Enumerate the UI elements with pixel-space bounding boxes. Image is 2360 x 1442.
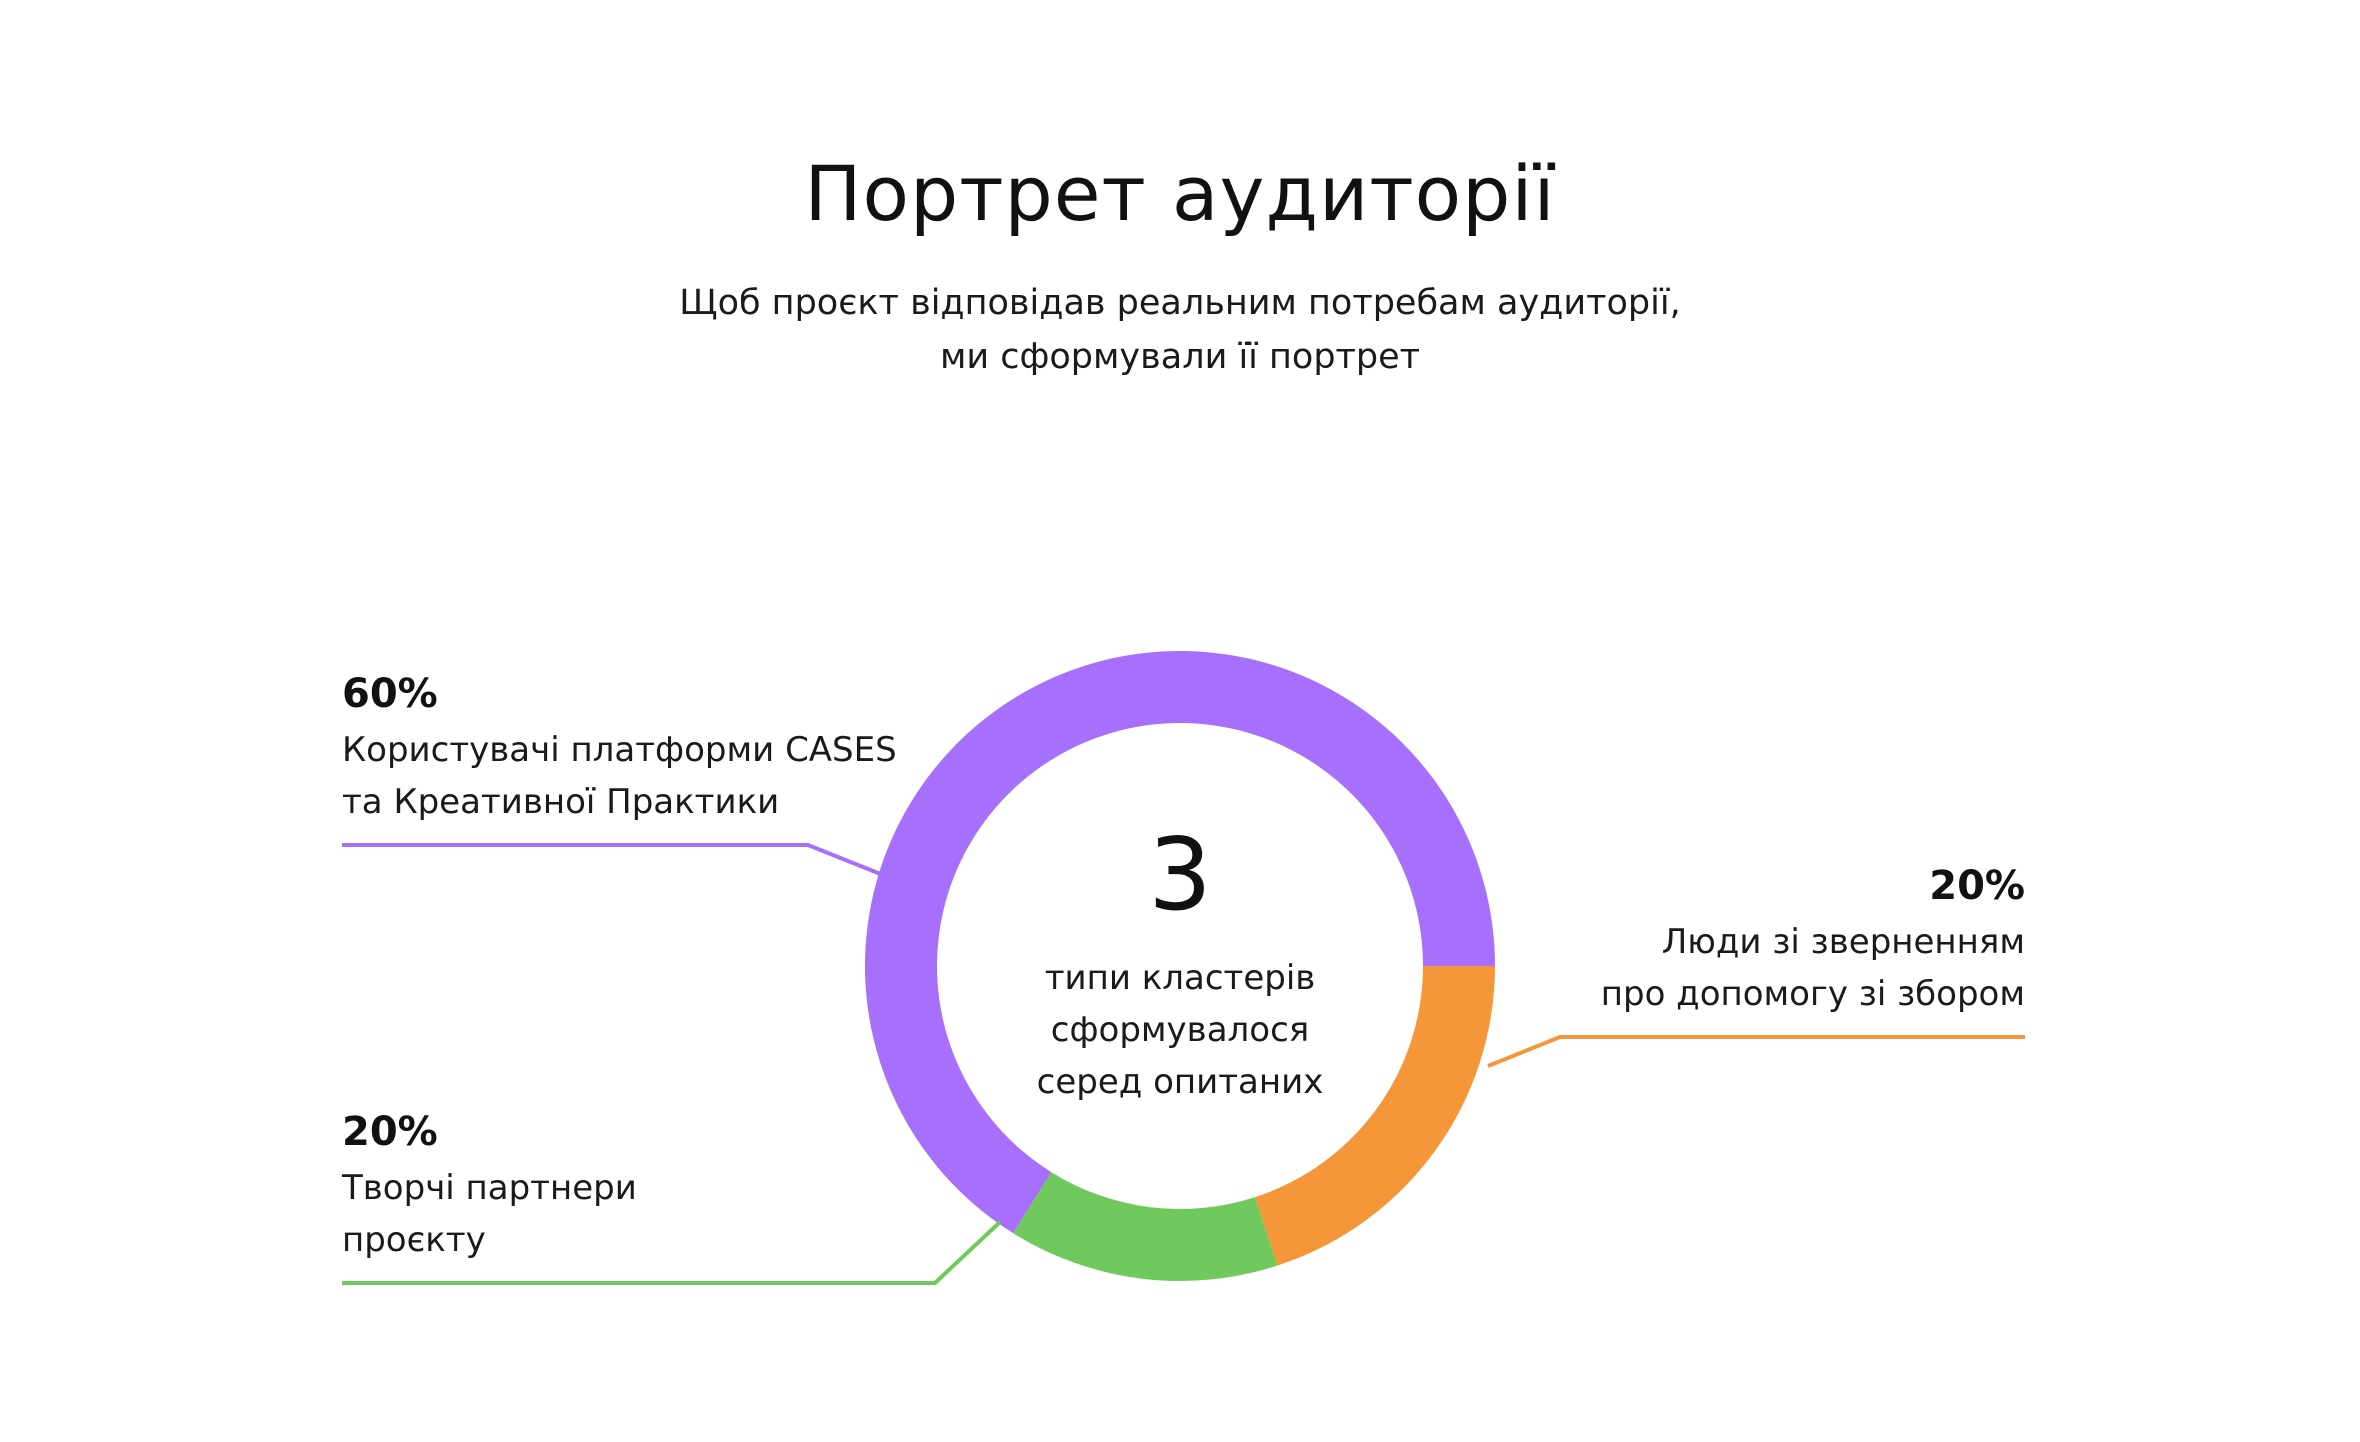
- donut-slice-partners: [1013, 1172, 1278, 1281]
- center-number: 3: [1148, 816, 1212, 933]
- slice-label-partners-line-2: проєкту: [342, 1220, 486, 1260]
- page-subtitle: Щоб проєкт відповідав реальним потребам …: [0, 276, 2360, 384]
- slice-percent-partners: 20%: [342, 1109, 438, 1155]
- slice-label-fundraising: Люди зі зверненням про допомогу зі зборо…: [1425, 916, 2025, 1020]
- leader-line-users: [342, 843, 889, 879]
- leader-line-fundraising: [1487, 1035, 2025, 1068]
- donut-slice-fundraising: [1255, 966, 1495, 1266]
- slice-label-partners-line-1: Творчі партнери: [342, 1168, 637, 1208]
- center-label-line-2: сформувалося: [1050, 1010, 1310, 1050]
- slice-percent-users: 60%: [342, 671, 438, 717]
- slice-percent-fundraising: 20%: [1929, 863, 2025, 909]
- center-label: типи кластерів сформувалося серед опитан…: [930, 952, 1430, 1108]
- slice-label-fundraising-line-1: Люди зі зверненням: [1661, 922, 2025, 962]
- slice-label-fundraising-line-2: про допомогу зі збором: [1600, 974, 2025, 1014]
- center-label-line-3: серед опитаних: [1036, 1062, 1324, 1102]
- center-label-line-1: типи кластерів: [1044, 958, 1316, 998]
- slice-label-users: Користувачі платформи CASES та Креативно…: [342, 724, 897, 828]
- slice-label-partners: Творчі партнери проєкту: [342, 1162, 637, 1266]
- subtitle-line-2: ми сформували її портрет: [939, 337, 1421, 377]
- donut-slices: [865, 650, 1495, 1281]
- subtitle-line-1: Щоб проєкт відповідав реальним потребам …: [679, 283, 1681, 323]
- slice-label-users-line-2: та Креативної Практики: [342, 782, 780, 822]
- slice-label-users-line-1: Користувачі платформи CASES: [342, 730, 897, 770]
- leader-line-partners: [342, 1220, 1002, 1285]
- page-title: Портрет аудиторії: [804, 149, 1556, 238]
